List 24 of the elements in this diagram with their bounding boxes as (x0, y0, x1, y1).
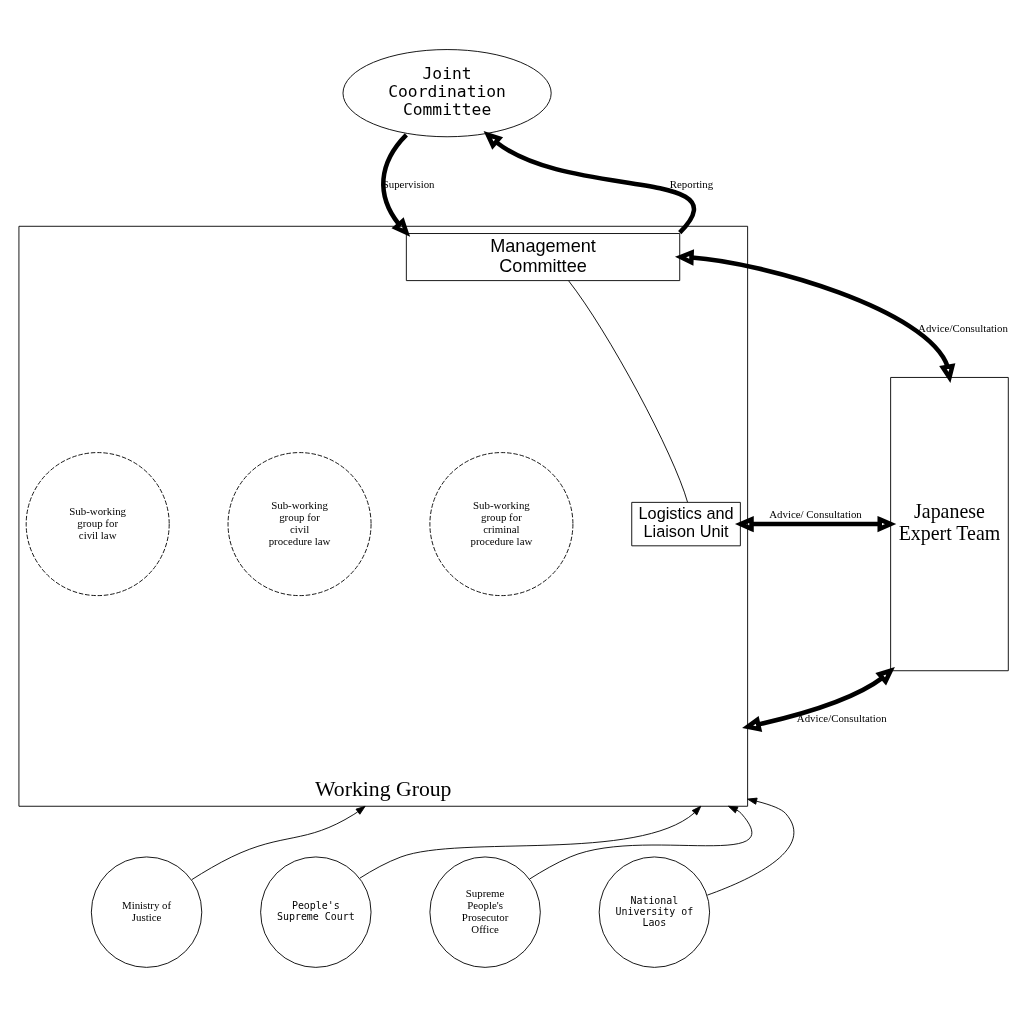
node-circle: Sub-working group for criminal procedure law (429, 452, 574, 597)
arrow (675, 249, 956, 383)
edge-label: Advice/Consultation (918, 321, 1008, 334)
node-circle: Ministry of Justice (90, 856, 203, 968)
connector (568, 280, 688, 503)
node-box: Japanese Expert Team (890, 377, 1009, 672)
arrow (191, 805, 366, 881)
node-circle: National University of Laos (598, 856, 711, 968)
edge-label: Advice/ Consultation (769, 508, 862, 521)
node-box: Management Committee (405, 233, 681, 282)
edge-label: Reporting (669, 177, 714, 190)
node-circle: Sub-working group for civil law (25, 452, 170, 597)
node-circle: Supreme People's Prosecutor Office (429, 856, 541, 968)
node-ellipse: Joint Coordination Committee (342, 49, 552, 138)
node-circle: Sub-working group for civil procedure law (227, 452, 372, 597)
arrow (706, 797, 795, 896)
edge-label: Advice/Consultation (796, 711, 887, 724)
node-circle: People's Supreme Court (260, 856, 372, 968)
node-box: Logistics and Liaison Unit (631, 501, 741, 547)
arrow (483, 131, 696, 235)
arrow (359, 805, 702, 879)
arrow (742, 667, 895, 732)
arrow (735, 515, 897, 533)
arrow (529, 805, 753, 880)
